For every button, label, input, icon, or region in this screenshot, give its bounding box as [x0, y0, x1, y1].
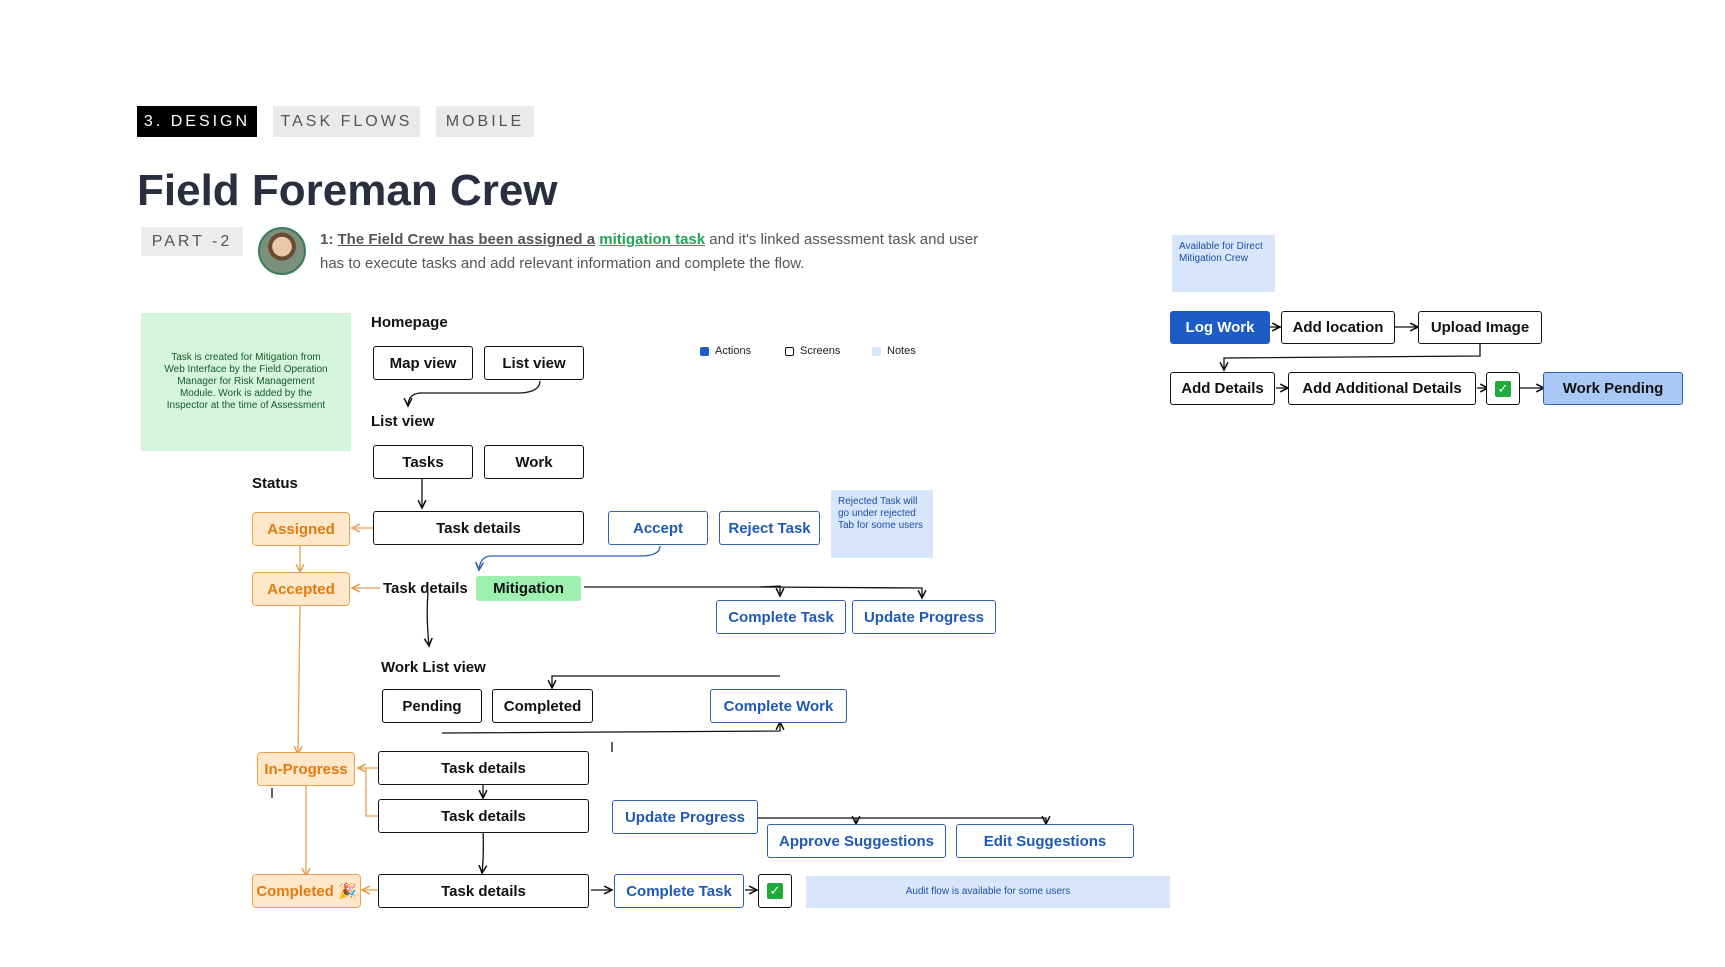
task-details-screen-2: Task details — [378, 751, 589, 785]
legend-notes-swatch — [872, 346, 881, 356]
page-title: Field Foreman Crew — [137, 166, 558, 215]
status-completed: Completed 🎉 — [252, 874, 361, 908]
status-accepted: Accepted — [252, 572, 350, 606]
add-details-screen: Add Details — [1170, 372, 1275, 405]
check-icon-2: ✓ — [1495, 380, 1511, 397]
check-box: ✓ — [758, 874, 792, 908]
update-progress-button-2[interactable]: Update Progress — [612, 800, 758, 834]
legend-actions-swatch — [700, 346, 709, 356]
legend-notes-label: Notes — [887, 345, 916, 357]
description-lead: The Field Crew has been assigned a — [337, 231, 596, 248]
status-label: Status — [252, 475, 298, 492]
rejected-task-note: Rejected Task will go under rejected Tab… — [831, 490, 933, 558]
task-details-screen-4: Task details — [378, 874, 589, 908]
tag-task-flows: TASK FLOWS — [273, 106, 420, 137]
task-details-screen: Task details — [373, 511, 584, 545]
legend-screens-swatch — [785, 346, 794, 356]
work-screen: Work — [484, 445, 584, 479]
legend-screens-label: Screens — [800, 345, 841, 357]
task-details-screen-3: Task details — [378, 799, 589, 833]
update-progress-button[interactable]: Update Progress — [852, 600, 996, 634]
status-assigned: Assigned — [252, 512, 350, 546]
approve-suggestions-button[interactable]: Approve Suggestions — [767, 824, 946, 858]
task-details-label: Task details — [383, 580, 468, 597]
add-location-screen: Add location — [1281, 311, 1395, 344]
check-box-2: ✓ — [1486, 372, 1520, 405]
tasks-screen: Tasks — [373, 445, 473, 479]
legend-actions-label: Actions — [715, 345, 752, 357]
audit-note: Audit flow is available for some users — [806, 876, 1170, 908]
complete-work-button[interactable]: Complete Work — [710, 689, 847, 723]
upload-image-screen: Upload Image — [1418, 311, 1542, 344]
homepage-label: Homepage — [371, 314, 448, 331]
pending-screen: Pending — [382, 689, 482, 723]
tag-mobile: MOBILE — [436, 106, 534, 137]
task-created-note: Task is created for Mitigation from Web … — [141, 313, 351, 451]
list-view-screen: List view — [484, 346, 584, 380]
legend-notes: Notes — [872, 345, 916, 357]
tag-design: 3. DESIGN — [137, 106, 257, 137]
legend-screens: Screens — [785, 345, 840, 357]
work-pending-box: Work Pending — [1543, 372, 1683, 405]
direct-mitigation-note: Available for Direct Mitigation Crew — [1172, 235, 1275, 292]
complete-task-button[interactable]: Complete Task — [716, 600, 846, 634]
map-view-screen: Map view — [373, 346, 473, 380]
add-additional-details-screen: Add Additional Details — [1288, 372, 1476, 405]
status-in-progress: In-Progress — [257, 752, 355, 786]
work-list-view-label: Work List view — [381, 659, 486, 676]
accept-button[interactable]: Accept — [608, 511, 708, 545]
step-number: 1: — [320, 231, 334, 248]
reject-task-button[interactable]: Reject Task — [719, 511, 820, 545]
list-view-label: List view — [371, 413, 435, 430]
completed-screen: Completed — [492, 689, 593, 723]
check-icon: ✓ — [767, 883, 783, 899]
avatar — [258, 227, 306, 275]
part-badge: PART -2 — [141, 227, 243, 256]
mitigation-badge: Mitigation — [476, 576, 581, 601]
mitigation-task-link[interactable]: mitigation task — [599, 231, 706, 248]
description-rest: and it's linked assessment task and user… — [320, 231, 979, 272]
flow-description: 1: The Field Crew has been assigned a mi… — [320, 228, 980, 276]
log-work-button[interactable]: Log Work — [1170, 311, 1270, 344]
complete-task-button-2[interactable]: Complete Task — [614, 874, 744, 908]
legend-actions: Actions — [700, 345, 751, 357]
edit-suggestions-button[interactable]: Edit Suggestions — [956, 824, 1134, 858]
